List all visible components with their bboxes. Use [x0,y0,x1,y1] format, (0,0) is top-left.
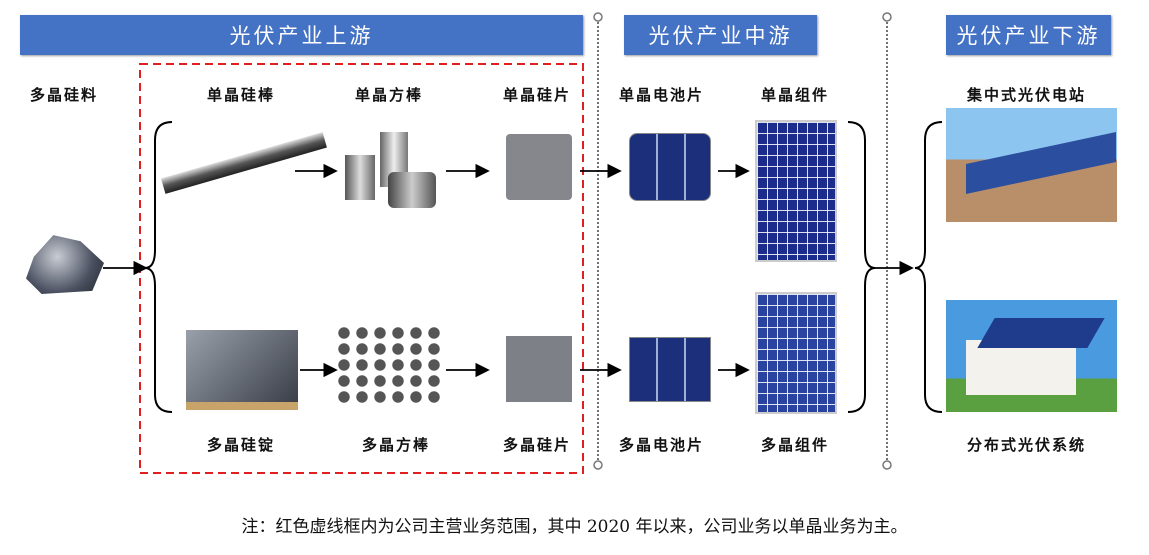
header-downstream: 光伏产业下游 [946,15,1111,55]
label-mono-cell: 单晶电池片 [619,86,705,104]
mono-square-rod-image [345,155,375,200]
house [966,340,1076,395]
poly-cell-image [629,337,711,402]
label-poly-module: 多晶组件 [761,436,830,454]
mid-brace-open [914,121,943,413]
label-centralized-station: 集中式光伏电站 [967,86,1087,104]
mono-wafer-image [506,134,572,200]
label-distributed-system: 分布式光伏系统 [967,436,1087,454]
header-midstream: 光伏产业中游 [624,15,817,55]
poly-wafer-image [506,336,572,402]
label-mono-module: 单晶组件 [761,86,830,104]
poly-module-image [755,292,837,414]
label-mono-wafer: 单晶硅片 [503,86,572,104]
mono-cell-image [629,133,711,201]
label-poly-wafer: 多晶硅片 [503,436,572,454]
rooftop-panels [977,318,1105,348]
solar-array [966,132,1116,194]
poly-square-rod-image [335,325,443,405]
mid-brace-close [847,121,876,413]
label-polysilicon-material: 多晶硅料 [30,86,99,104]
label-poly-cell: 多晶电池片 [619,436,705,454]
label-poly-ingot: 多晶硅锭 [207,436,276,454]
footnote: 注：红色虚线框内为公司主营业务范围，其中 2020 年以来，公司业务以单晶业务为… [241,517,908,537]
stage-dividers [597,22,888,460]
distributed-system-image [946,300,1117,412]
poly-ingot-image [186,330,298,402]
mono-square-rod-image-3 [388,172,436,208]
label-mono-square-rod: 单晶方棒 [355,86,424,104]
company-scope-box [139,63,584,474]
header-upstream: 光伏产业上游 [20,15,583,55]
centralized-station-image [946,108,1117,222]
label-poly-square-rod: 多晶方棒 [362,436,431,454]
label-mono-rod: 单晶硅棒 [207,86,276,104]
left-brace [144,121,173,413]
mono-module-image [755,120,837,262]
